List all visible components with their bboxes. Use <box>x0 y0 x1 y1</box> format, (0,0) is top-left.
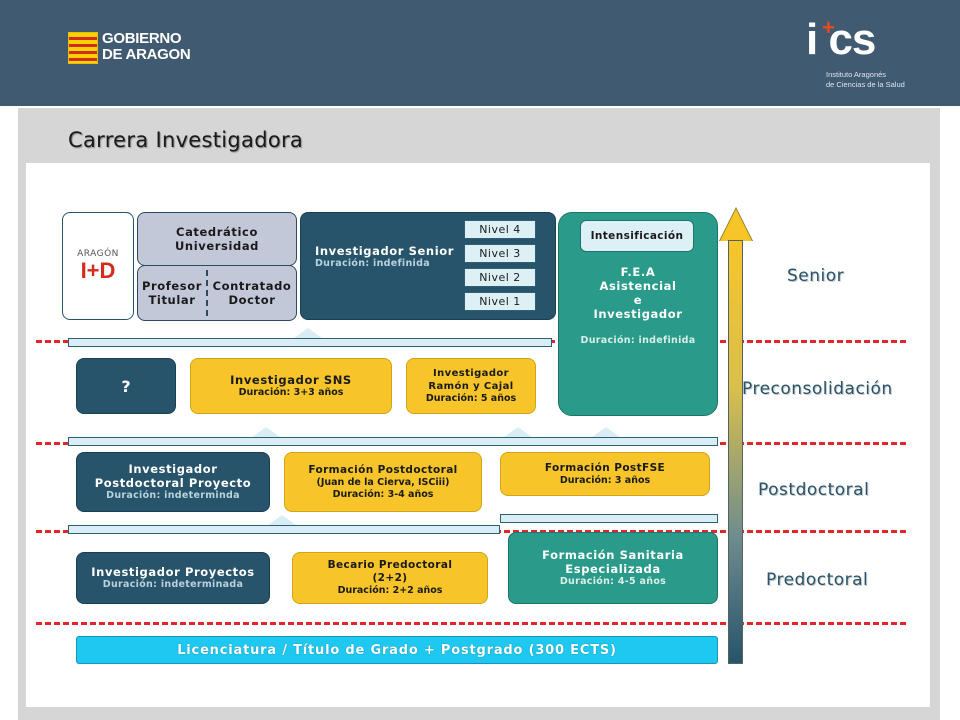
stage-label-senior: Senior <box>787 266 845 286</box>
investigador-proyectos-box: Investigador Proyectos Duración: indeter… <box>76 552 270 604</box>
up-arrow-icon <box>504 427 532 437</box>
profesor-titular-label: Profesor Titular <box>141 279 203 307</box>
ics-logo: i cs + Instituto Aragonés de Ciencias de… <box>806 16 906 96</box>
transition-band-postfse <box>500 514 718 523</box>
stage-label-predoctoral: Predoctoral <box>766 570 869 590</box>
investigador-sns-box: Investigador SNS Duración: 3+3 años <box>190 358 392 414</box>
aragon-flag-icon <box>68 32 98 64</box>
progression-arrow-head-icon <box>720 209 752 241</box>
contratado-doctor-label: Contratado Doctor <box>212 279 292 307</box>
postdoctoral-proyecto-box: Investigador Postdoctoral Proyecto Durac… <box>76 452 270 512</box>
nivel-3-label: Nivel 3 <box>464 244 536 263</box>
ics-logo-subtitle: Instituto Aragonés de Ciencias de la Sal… <box>826 70 905 89</box>
transition-band-preconsolidacion <box>68 437 718 446</box>
ramon-cajal-box: Investigador Ramón y Cajal Duración: 5 a… <box>406 358 536 414</box>
stage-label-postdoctoral: Postdoctoral <box>758 480 870 500</box>
nivel-2-label: Nivel 2 <box>464 268 536 287</box>
intensificacion-label: Intensificación <box>580 220 694 252</box>
separator-predoctoral-grado <box>36 622 906 625</box>
ics-logo-mark: i cs <box>806 15 876 64</box>
gobierno-aragon-logo: GOBIERNO DE ARAGON <box>68 30 218 68</box>
formacion-postfse-box: Formación PostFSE Duración: 3 años <box>500 452 710 496</box>
header-bar: GOBIERNO DE ARAGON i cs + Instituto Arag… <box>0 0 960 106</box>
stage-label-preconsolidacion: Preconsolidación <box>742 379 893 399</box>
up-arrow-icon <box>294 328 322 338</box>
up-arrow-icon <box>592 427 620 437</box>
transition-band-postdoctoral <box>68 525 500 534</box>
up-arrow-icon <box>268 515 296 525</box>
licenciatura-bar: Licenciatura / Título de Grado + Postgra… <box>76 636 718 664</box>
transition-band-senior <box>68 338 552 347</box>
aragon-id-logo-line2: I+D <box>80 258 116 283</box>
unknown-position-box: ? <box>76 358 176 414</box>
aragon-id-logo-line1: ARAGÓN <box>77 249 119 259</box>
progression-arrow-shaft <box>728 240 743 664</box>
nivel-4-label: Nivel 4 <box>464 220 536 239</box>
aragon-id-logo: ARAGÓN I+D <box>62 212 134 320</box>
vertical-divider <box>206 270 208 316</box>
profesor-contratado-box: Profesor Titular Contratado Doctor <box>137 265 297 321</box>
catedratico-box: Catedrático Universidad <box>137 212 297 266</box>
becario-predoctoral-box: Becario Predoctoral (2+2) Duración: 2+2 … <box>292 552 488 604</box>
gobierno-aragon-text: GOBIERNO DE ARAGON <box>102 30 191 63</box>
formacion-postdoctoral-box: Formación Postdoctoral (Juan de la Cierv… <box>284 452 482 512</box>
page-title: Carrera Investigadora <box>68 128 304 152</box>
formacion-sanitaria-box: Formación Sanitaria Especializada Duraci… <box>508 532 718 604</box>
ics-plus-icon: + <box>822 15 835 40</box>
nivel-1-label: Nivel 1 <box>464 292 536 311</box>
up-arrow-icon <box>252 427 280 437</box>
